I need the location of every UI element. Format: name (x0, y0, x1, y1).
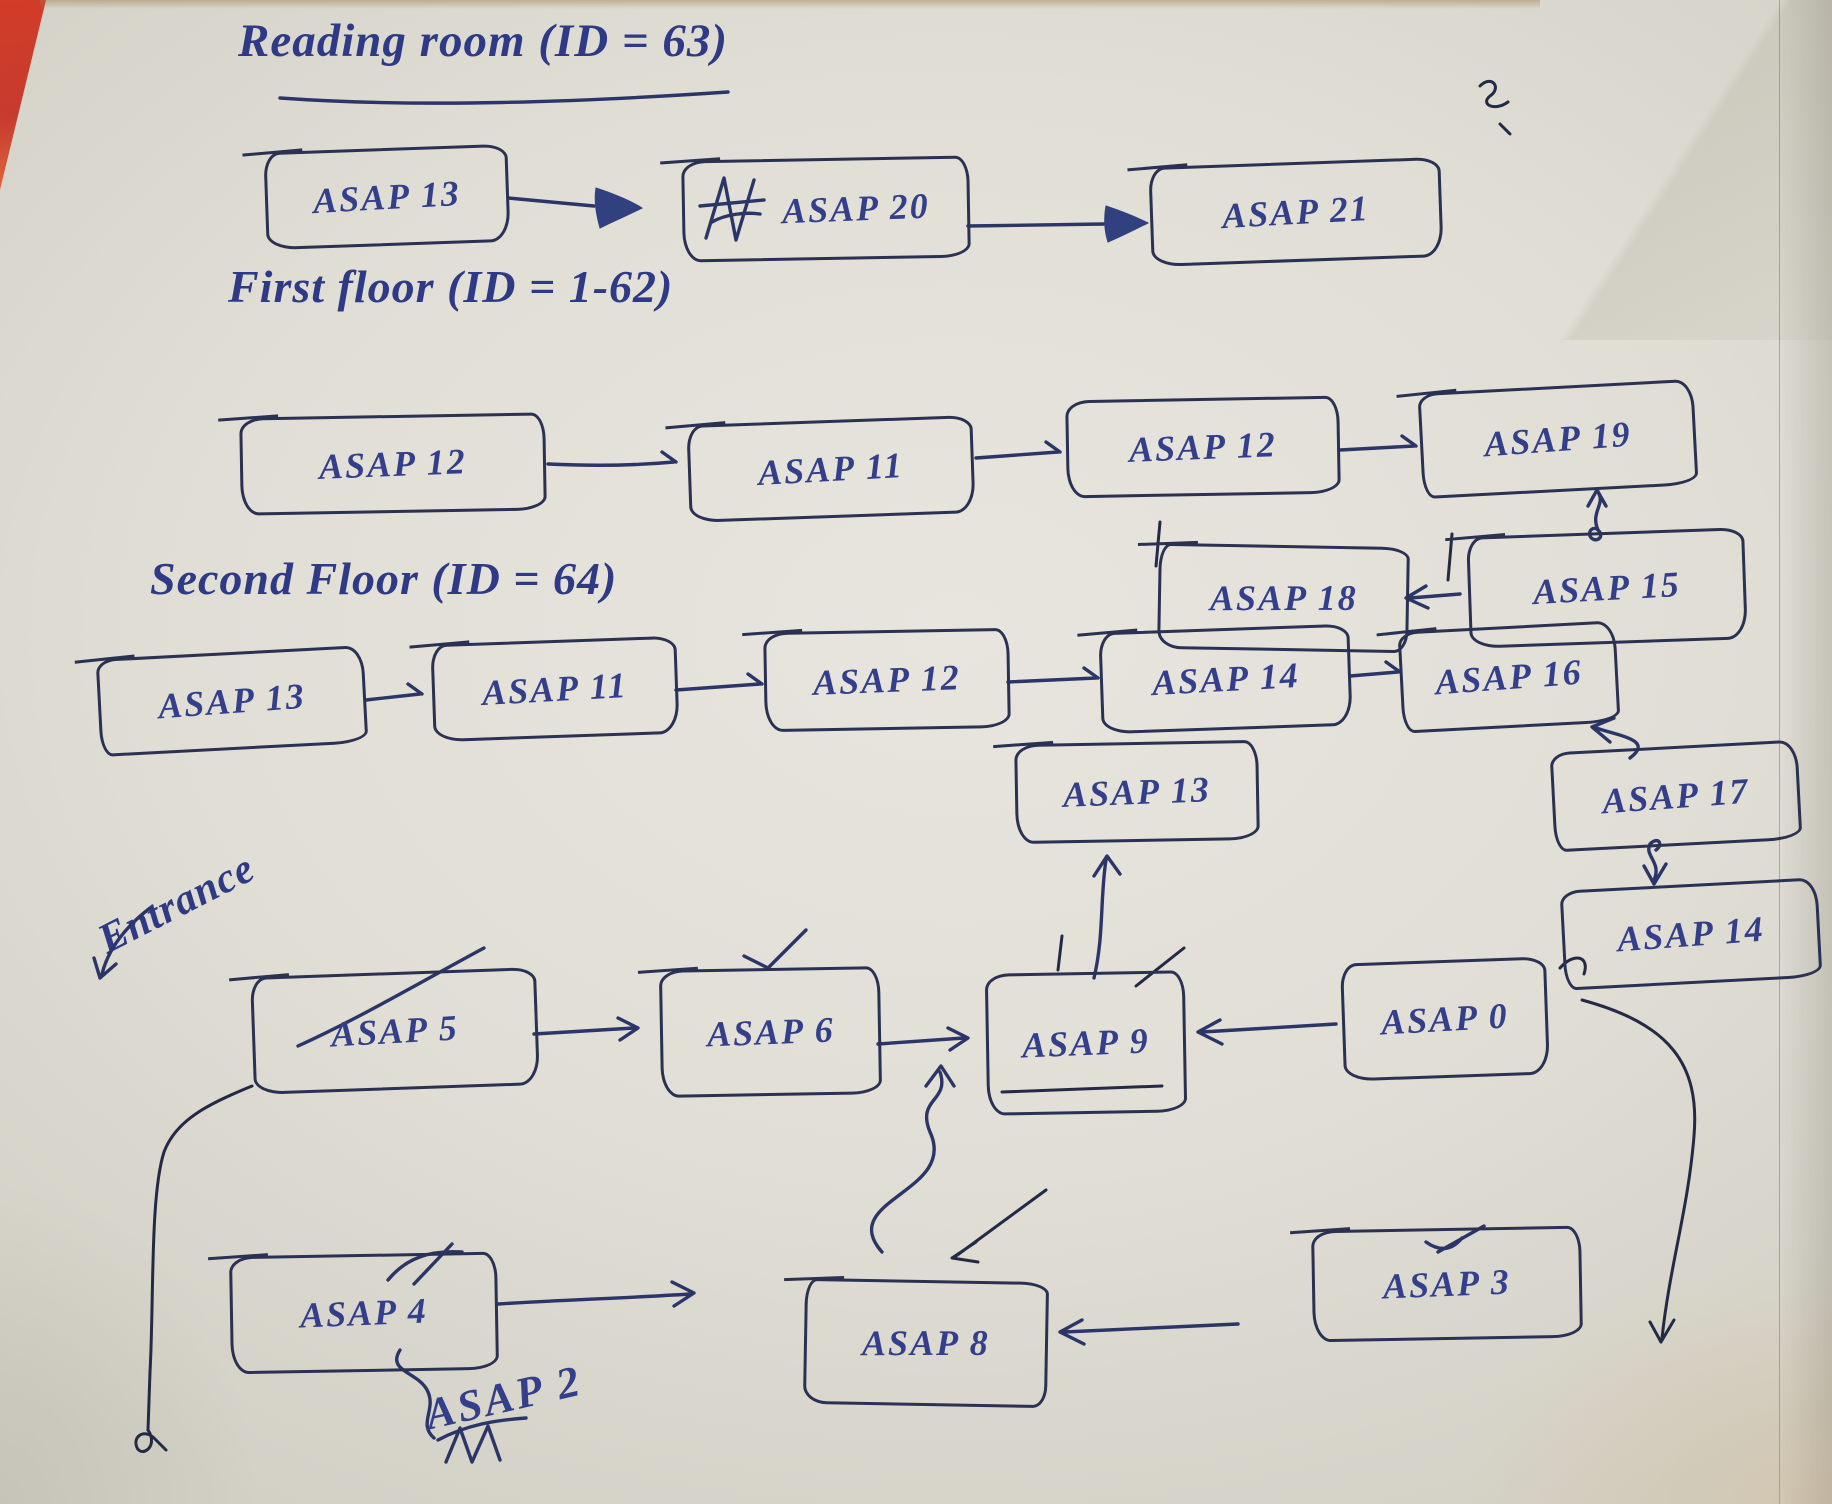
section-label-second-floor: Second Floor (ID = 64) (150, 553, 618, 604)
edge-ff11-ff12b (974, 440, 1062, 460)
edge-bt8-en9-scurve (869, 1064, 1048, 1264)
edge-sf17-sf16 (1590, 716, 1640, 760)
node-reading-room-asap-13: ASAP 13 (263, 143, 511, 251)
edge-sf12-sf14 (1006, 666, 1100, 684)
node-entrance-asap-0: ASAP 0 (1340, 956, 1550, 1082)
edge-en5-bottom-left (134, 1084, 254, 1453)
node-first-floor-asap-12b: ASAP 12 (1065, 395, 1341, 499)
edge-en9-sf13b (1056, 854, 1122, 980)
node-bottom-asap-3: ASAP 3 (1311, 1225, 1583, 1343)
node-first-floor-asap-19: ASAP 19 (1417, 378, 1699, 500)
node-reading-room-asap-20: ASAP 20 (681, 155, 971, 263)
edge-sf17-sf14b (1642, 839, 1668, 886)
section-label-first-floor: First floor (ID = 1-62) (228, 261, 674, 312)
node-second-floor-asap-13: ASAP 13 (95, 645, 369, 757)
node-bottom-asap-8: ASAP 8 (802, 1277, 1050, 1409)
paper-fold-top-right (1402, 0, 1832, 340)
scribble-on-asap2 (436, 1416, 528, 1464)
edge-bt3-bt8 (1058, 1318, 1240, 1346)
section-label-reading-room: Reading room (ID = 63) (238, 15, 729, 67)
node-second-floor-asap-14: ASAP 14 (1098, 623, 1353, 735)
edge-en5-en6 (532, 1016, 640, 1042)
edge-sf11-sf12 (674, 672, 764, 692)
edge-entrance-arrow (92, 906, 152, 980)
edge-bt4-right (496, 1280, 696, 1308)
node-second-floor-asap-11: ASAP 11 (430, 635, 680, 743)
node-second-floor-asap-17: ASAP 17 (1549, 739, 1803, 853)
edge-ff12b-ff19 (1338, 434, 1418, 452)
edge-rr20-rr21 (966, 205, 1150, 243)
paper-right-edge (1779, 0, 1832, 1504)
node-bottom-asap-4: ASAP 4 (228, 1251, 500, 1375)
node-first-floor-asap-12: ASAP 12 (239, 412, 547, 516)
edge-sf13-sf11 (364, 682, 424, 702)
node-entrance-asap-9: ASAP 9 (984, 970, 1188, 1116)
node-first-floor-asap-11: ASAP 11 (686, 415, 976, 523)
tick-ff15 (1446, 532, 1454, 582)
check-en6 (742, 928, 808, 970)
node-second-floor-asap-14b: ASAP 14 (1559, 877, 1823, 991)
node-second-floor-asap-16: ASAP 16 (1397, 620, 1621, 734)
stroke-en9-inner-line (1000, 1084, 1164, 1094)
pen-squiggle-top-right (1478, 79, 1512, 136)
edge-en6-en9 (876, 1026, 970, 1052)
node-second-floor-asap-13b: ASAP 13 (1014, 739, 1260, 845)
title-underline (278, 90, 730, 105)
node-second-floor-asap-12: ASAP 12 (763, 627, 1011, 733)
edge-en0-bottom-right (1558, 956, 1697, 1344)
stroke-en9-top-right (1134, 946, 1186, 988)
node-entrance-asap-6: ASAP 6 (658, 966, 883, 1098)
node-reading-room-asap-21: ASAP 21 (1148, 156, 1444, 268)
edge-en0-en9 (1196, 1018, 1338, 1046)
edge-ff15-ff18 (1404, 584, 1462, 610)
edge-sf14-sf16 (1348, 660, 1402, 678)
node-entrance-asap-5: ASAP 5 (250, 967, 540, 1095)
edge-rr13-rr20 (506, 187, 644, 229)
edge-ff12-ff11 (546, 450, 678, 468)
paper-top-edge (40, 0, 1540, 9)
